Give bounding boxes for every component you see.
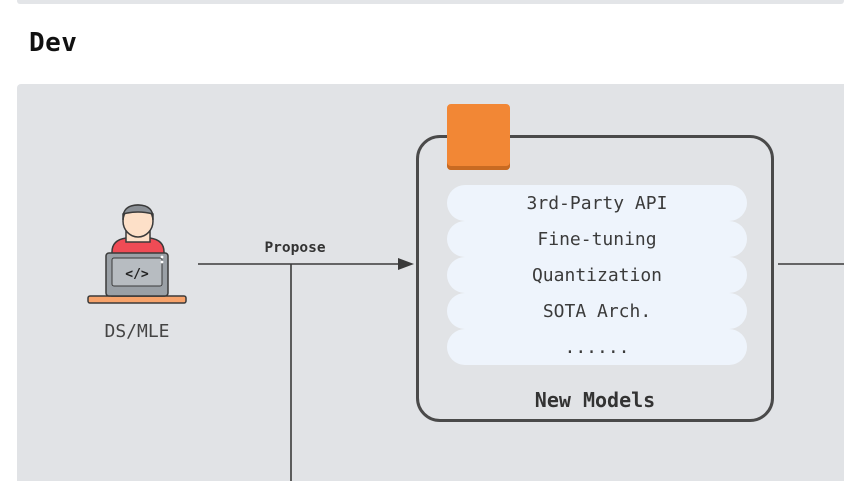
models-box-icon: [447, 104, 510, 170]
propose-edge-label: Propose: [264, 240, 326, 256]
actor-label: DS/MLE: [104, 321, 170, 342]
model-item-pill: Fine-tuning: [447, 221, 747, 257]
new-models-label: New Models: [534, 388, 656, 412]
new-models-box: [416, 135, 774, 422]
model-item-pill: SOTA Arch.: [447, 293, 747, 329]
section-title: Dev: [29, 28, 78, 58]
model-item-pill: ......: [447, 329, 747, 365]
model-item-pill: 3rd-Party API: [447, 185, 747, 221]
model-item-pill: Quantization: [447, 257, 747, 293]
top-strip: [17, 0, 844, 4]
